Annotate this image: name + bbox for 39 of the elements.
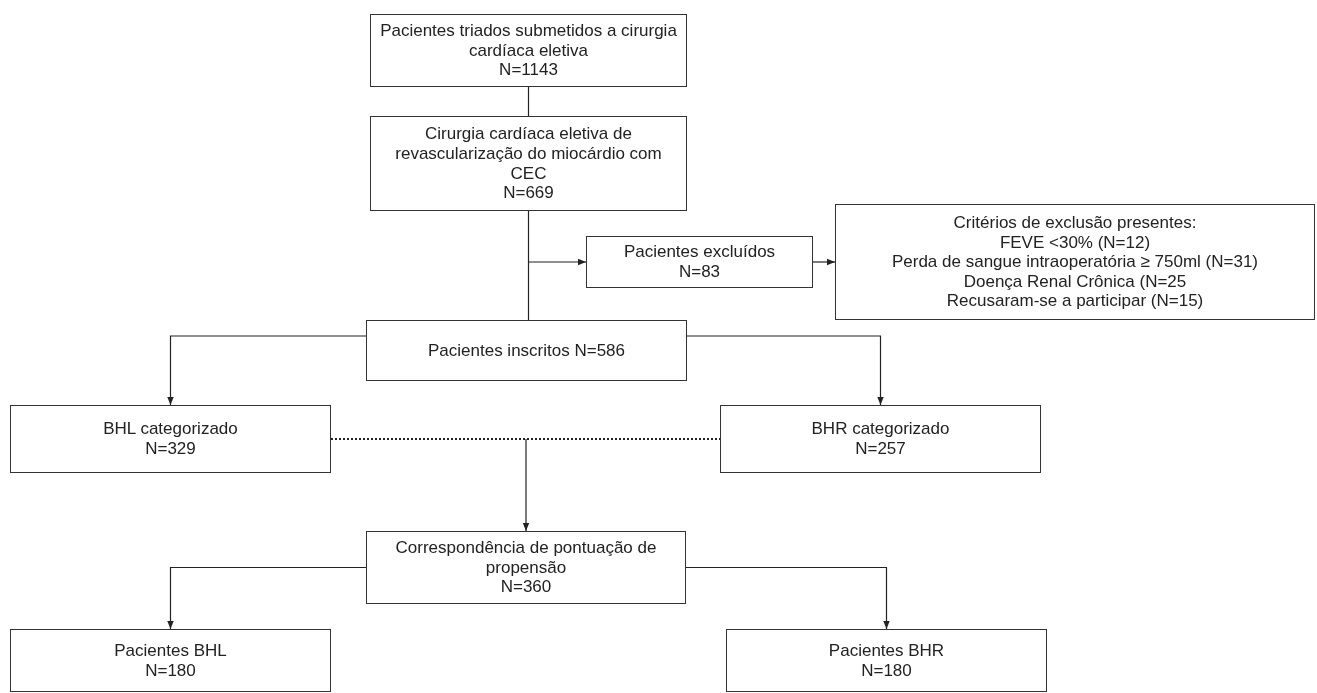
box-text: BHL categorizado — [103, 419, 238, 439]
arrow — [686, 335, 884, 406]
process-box — [720, 405, 1041, 473]
box-text: Doença Renal Crônica (N=25 — [963, 271, 1187, 292]
box-text: Recusaram-se a participar (N=15) — [946, 291, 1204, 311]
process-box — [10, 405, 331, 473]
process-box — [366, 531, 686, 604]
process-box — [370, 14, 687, 87]
arrow — [167, 566, 367, 630]
box-text: Pacientes excluídos — [623, 242, 776, 262]
process-box — [366, 320, 687, 381]
process-box — [586, 236, 813, 288]
box-text: N=180 — [861, 660, 912, 681]
box-text: Pacientes BHR — [828, 640, 945, 661]
box-text: Pacientes triados submetidos a cirurgia cardíaca eletiva — [379, 21, 678, 61]
process-box — [370, 116, 687, 211]
box-text: Pacientes BHL — [114, 640, 227, 661]
arrow — [522, 438, 530, 532]
arrow — [812, 258, 836, 266]
box-text: Cirurgia cardíaca eletiva de revascularização do miocárdio com CEC — [394, 124, 663, 184]
arrow — [685, 566, 890, 630]
box-text: N=257 — [855, 439, 906, 459]
arrow — [527, 258, 587, 266]
process-box — [726, 629, 1047, 692]
box-text: BHR categorizado — [811, 419, 950, 439]
box-text: N=180 — [145, 660, 196, 681]
arrow — [167, 335, 367, 406]
process-box — [10, 629, 331, 692]
box-text: N=669 — [503, 183, 554, 203]
process-box — [835, 204, 1315, 320]
box-text: N=1143 — [499, 60, 558, 80]
box-text: Perda de sangue intraoperatória ≥ 750ml (N=31) — [891, 252, 1259, 272]
box-text: FEVE <30% (N=12) — [999, 232, 1151, 253]
box-text: Pacientes inscritos N=586 — [428, 340, 625, 361]
box-text: N=83 — [678, 262, 721, 282]
box-text: N=329 — [145, 439, 196, 459]
box-text: N=360 — [500, 577, 552, 597]
box-text: Critérios de exclusão presentes: — [953, 213, 1197, 233]
box-text: Correspondência de pontuação de propensão — [394, 538, 658, 578]
